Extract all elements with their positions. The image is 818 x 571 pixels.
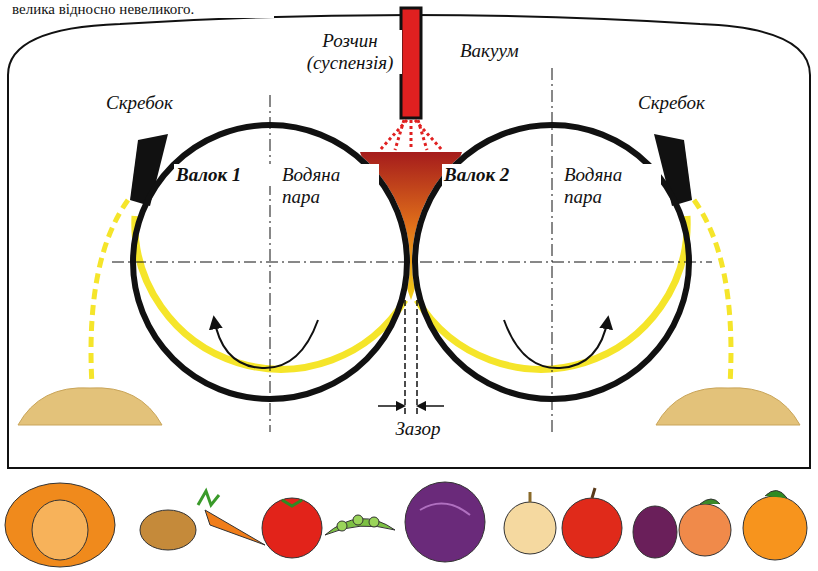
- rotation-arrow: [504, 318, 608, 368]
- roll-medium: Водяна пара: [562, 164, 661, 208]
- feed-pipe: [401, 8, 421, 118]
- scraper-label: Скребок: [104, 92, 198, 114]
- roll-circle: [415, 125, 689, 399]
- rotation-arrow: [214, 318, 318, 368]
- gap-label: Зазор: [381, 418, 455, 440]
- axis: [112, 68, 712, 432]
- drum-roll: Валок 1 Водяна пара: [130, 122, 410, 402]
- spray: [380, 120, 442, 150]
- scraper-label: Скребок: [636, 92, 730, 114]
- roll-name: Валок 1: [174, 164, 273, 186]
- drum-roll: Валок 2 Водяна пара: [412, 122, 692, 402]
- vacuum-label: Вакуум: [458, 40, 552, 62]
- roll-circle: [133, 125, 407, 399]
- roll-medium: Водяна пара: [280, 164, 379, 208]
- page-fragment: велика відносно невеликого.: [10, 1, 274, 18]
- produce: [5, 482, 807, 567]
- roll-name: Валок 2: [442, 164, 546, 186]
- falling-product: [694, 200, 731, 385]
- gap-dimension: [378, 300, 444, 415]
- feed-label: Розчин (суспензія): [298, 30, 402, 74]
- falling-product: [91, 200, 128, 385]
- powder-pile: [18, 388, 162, 425]
- powder-pile: [656, 388, 800, 425]
